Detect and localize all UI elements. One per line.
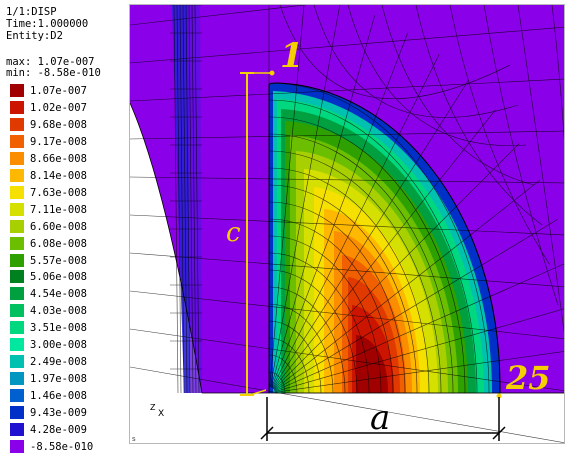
- legend-label: 6.08e-008: [30, 237, 87, 250]
- time-label: Time:1.000000: [6, 18, 89, 30]
- model-viewport[interactable]: c 1 25 a Z X s: [129, 4, 565, 444]
- legend-swatch: [10, 355, 24, 369]
- legend-label: 4.28e-009: [30, 424, 87, 436]
- legend-swatch: [10, 406, 24, 420]
- legend-label: 9.68e-008: [30, 118, 87, 131]
- legend-label: 8.66e-008: [30, 152, 87, 165]
- left-strip-region: [172, 5, 190, 393]
- min-label: min: -8.58e-010: [6, 67, 101, 79]
- legend-swatch: [10, 253, 24, 267]
- legend-label: 2.49e-008: [30, 356, 87, 369]
- mesh-lines: [130, 5, 564, 443]
- legend-label: 3.00e-008: [30, 339, 87, 352]
- legend-swatch: [10, 236, 24, 250]
- legend-swatch: [10, 117, 24, 131]
- legend-label: 4.03e-008: [30, 305, 87, 318]
- corner-mark: s: [132, 435, 136, 443]
- legend-label: 7.11e-008: [30, 203, 87, 216]
- legend-label: 7.63e-008: [30, 186, 87, 199]
- triad-x-label: X: [158, 409, 165, 419]
- legend-swatch: [10, 219, 24, 233]
- dim-a-label: a: [370, 398, 390, 438]
- height-dimension: [240, 70, 275, 396]
- legend-label: 6.60e-008: [30, 220, 87, 233]
- legend-swatch: [10, 287, 24, 301]
- legend-label: 9.43e-009: [30, 407, 87, 420]
- legend-label: 1.02e-007: [30, 101, 87, 114]
- legend-label: 1.46e-008: [30, 390, 87, 403]
- legend-label: 5.57e-008: [30, 254, 87, 267]
- legend-swatch: [10, 439, 24, 453]
- entity-label: Entity:D2: [6, 30, 63, 42]
- outer-boundary: [130, 102, 203, 394]
- legend-label: 9.17e-008: [30, 135, 87, 148]
- left-strip-region-2: [188, 5, 202, 393]
- point-25-marker: [496, 393, 502, 399]
- point-1-label: 1: [280, 36, 304, 76]
- point-25-label: 25: [505, 359, 551, 397]
- result-title: 1/1:DISP: [6, 6, 57, 18]
- legend-swatch: [10, 423, 24, 436]
- legend-label: -8.58e-010: [30, 440, 94, 453]
- legend-label: 1.97e-008: [30, 373, 87, 386]
- triad-z-label: Z: [150, 403, 156, 412]
- legend-swatch: [10, 389, 24, 403]
- color-legend: 1/1:DISP Time:1.000000 Entity:D2 max: 1.…: [0, 0, 128, 459]
- dim-c-label: c: [226, 218, 241, 248]
- legend-label: 8.14e-008: [30, 169, 87, 182]
- legend-swatch: [10, 321, 24, 335]
- legend-swatch: [10, 134, 24, 148]
- legend-swatch: [10, 151, 24, 165]
- legend-swatch: [10, 168, 24, 182]
- contour-plot: c 1 25 a: [130, 5, 564, 443]
- width-dimension: [260, 397, 506, 441]
- legend-swatch: [10, 100, 24, 114]
- max-label: max: 1.07e-007: [6, 56, 95, 68]
- legend-swatch: [10, 372, 24, 386]
- legend-swatch: [10, 202, 24, 216]
- legend-swatch: [10, 84, 24, 97]
- legend-label: 1.07e-007: [30, 85, 87, 97]
- legend-swatch: [10, 270, 24, 284]
- legend-swatch: [10, 185, 24, 199]
- crack-front-outline: [268, 82, 501, 394]
- legend-swatch: [10, 304, 24, 318]
- legend-label: 5.06e-008: [30, 271, 87, 284]
- legend-label: 3.51e-008: [30, 322, 87, 335]
- legend-label: 4.54e-008: [30, 288, 87, 301]
- legend-swatch: [10, 338, 24, 352]
